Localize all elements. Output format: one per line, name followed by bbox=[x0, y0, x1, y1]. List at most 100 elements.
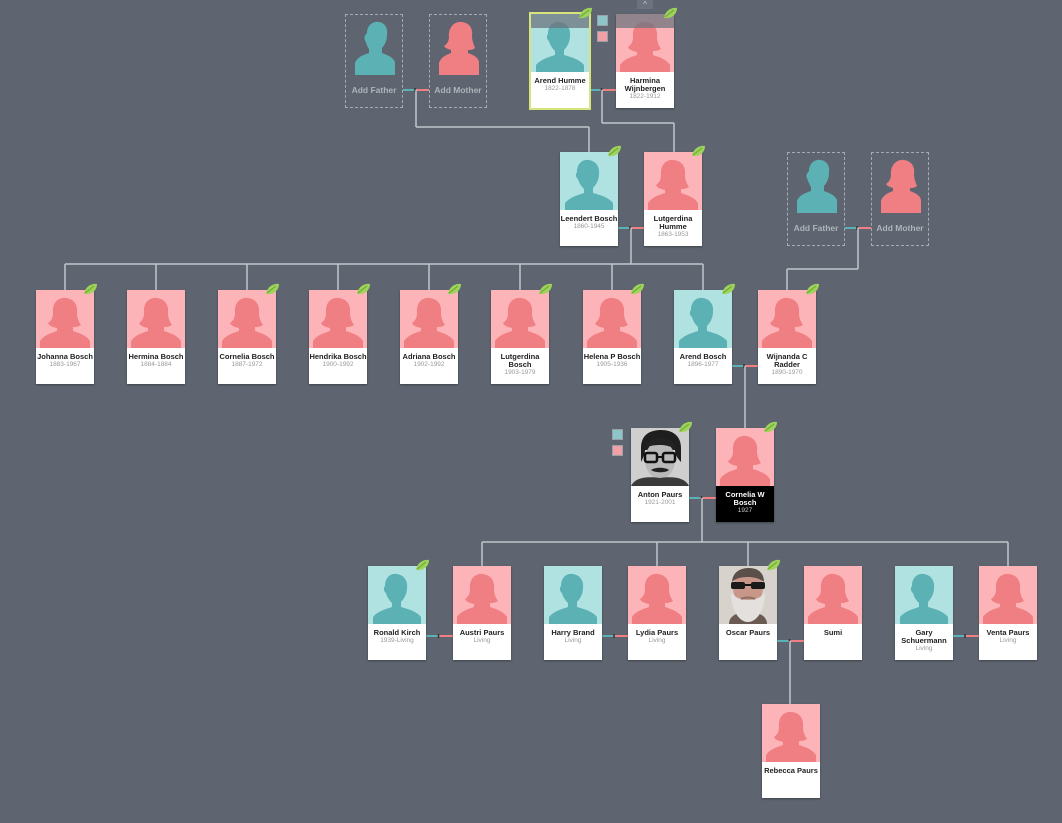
person-name: Adriana Bosch bbox=[402, 352, 456, 361]
female-silhouette-icon bbox=[491, 290, 549, 348]
female-parent-toggle[interactable] bbox=[612, 445, 623, 456]
male-silhouette-icon bbox=[531, 14, 589, 72]
add-father-button[interactable]: Add Father bbox=[787, 152, 845, 246]
add-mother-button[interactable]: Add Mother bbox=[429, 14, 487, 108]
female-silhouette-icon bbox=[881, 159, 921, 213]
person-card[interactable]: Sumi bbox=[804, 566, 862, 660]
person-label: Rebecca Paurs bbox=[762, 762, 820, 798]
female-silhouette-icon bbox=[804, 566, 862, 624]
person-dates: 1927 bbox=[737, 507, 753, 514]
female-parent-toggle[interactable] bbox=[597, 31, 608, 42]
male-silhouette-icon bbox=[797, 159, 837, 213]
person-dates: 1939-Living bbox=[380, 637, 414, 644]
person-name: Ronald Kirch bbox=[373, 628, 421, 637]
add-father-button[interactable]: Add Father bbox=[345, 14, 403, 108]
person-dates: 1887-1972 bbox=[231, 361, 263, 368]
male-silhouette-icon bbox=[560, 152, 618, 210]
person-name: Cornelia Bosch bbox=[219, 352, 275, 361]
person-name: Harmina Wijnbergen bbox=[624, 76, 666, 93]
hint-leaf-icon[interactable] bbox=[356, 282, 371, 295]
person-name: Hermina Bosch bbox=[128, 352, 184, 361]
person-name: Oscar Paurs bbox=[725, 628, 771, 637]
person-dates: 1903-1979 bbox=[504, 369, 536, 376]
person-name: Johanna Bosch bbox=[37, 352, 93, 361]
hint-leaf-icon[interactable] bbox=[763, 420, 778, 433]
person-name: Anton Paurs bbox=[637, 490, 683, 499]
hint-leaf-icon[interactable] bbox=[721, 282, 736, 295]
female-silhouette-icon bbox=[758, 290, 816, 348]
hint-leaf-icon[interactable] bbox=[265, 282, 280, 295]
male-parent-toggle[interactable] bbox=[612, 429, 623, 440]
person-name: Venta Paurs bbox=[986, 628, 1030, 637]
person-name: Lydia Paurs bbox=[635, 628, 679, 637]
male-parent-toggle[interactable] bbox=[597, 15, 608, 26]
profile-photo bbox=[719, 566, 777, 624]
person-dates: 1863-1953 bbox=[657, 231, 689, 238]
hint-leaf-icon[interactable] bbox=[691, 144, 706, 157]
person-card[interactable]: Oscar Paurs bbox=[719, 566, 777, 660]
hint-leaf-icon[interactable] bbox=[415, 558, 430, 571]
person-name: Leendert Bosch bbox=[560, 214, 618, 223]
hint-leaf-icon[interactable] bbox=[607, 144, 622, 157]
female-silhouette-icon bbox=[400, 290, 458, 348]
hint-leaf-icon[interactable] bbox=[447, 282, 462, 295]
person-dates: 1890-1970 bbox=[771, 369, 803, 376]
female-silhouette-icon bbox=[762, 704, 820, 762]
person-name: Helena P Bosch bbox=[583, 352, 641, 361]
hint-leaf-icon[interactable] bbox=[766, 558, 781, 571]
person-dates: Living bbox=[564, 637, 582, 644]
person-dates: 1860-1945 bbox=[573, 223, 605, 230]
person-dates: 1921-2001 bbox=[644, 499, 676, 506]
hint-leaf-icon[interactable] bbox=[663, 6, 678, 19]
person-dates: Living bbox=[915, 645, 933, 652]
hint-leaf-icon[interactable] bbox=[83, 282, 98, 295]
add-mother-label: Add Mother bbox=[876, 223, 924, 233]
person-dates: 1896-1977 bbox=[687, 361, 719, 368]
hint-leaf-icon[interactable] bbox=[630, 282, 645, 295]
person-card[interactable]: Rebecca Paurs bbox=[762, 704, 820, 798]
person-name: Arend Humme bbox=[534, 76, 586, 85]
hint-leaf-icon[interactable] bbox=[538, 282, 553, 295]
male-silhouette-icon bbox=[368, 566, 426, 624]
female-silhouette-icon bbox=[644, 152, 702, 210]
hint-leaf-icon[interactable] bbox=[678, 420, 693, 433]
add-mother-button[interactable]: Add Mother bbox=[871, 152, 929, 246]
collapse-up-button[interactable]: ^ bbox=[637, 0, 653, 9]
hint-leaf-icon[interactable] bbox=[578, 6, 593, 19]
hint-leaf-icon[interactable] bbox=[805, 282, 820, 295]
person-dates: 1902-1992 bbox=[413, 361, 445, 368]
person-name: Arend Bosch bbox=[679, 352, 727, 361]
person-name: Austri Paurs bbox=[459, 628, 505, 637]
person-label: Oscar Paurs bbox=[719, 624, 777, 660]
